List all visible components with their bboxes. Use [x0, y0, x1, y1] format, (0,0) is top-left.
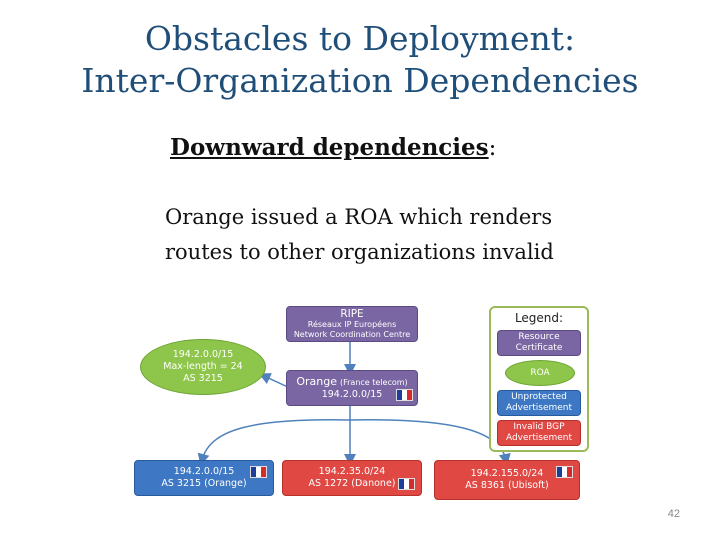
- orange-detail: (France telecom): [340, 377, 408, 387]
- arrow-orange-to-roa: [258, 373, 291, 389]
- route-orange-as: AS 3215 (Orange): [161, 478, 247, 489]
- legend-invalid-line-2: Advertisement: [505, 433, 573, 443]
- legend-unprotected-line-2: Advertisement: [505, 403, 573, 413]
- legend-invalid: Invalid BGP Advertisement: [497, 420, 581, 446]
- ripe-description: Network Coordination Centre: [293, 330, 411, 339]
- orange-name: Orange: [296, 374, 337, 388]
- legend: Legend: Resource Certificate ROA Unprote…: [489, 306, 589, 452]
- france-flag-icon: [250, 466, 267, 478]
- orange-node: Orange (France telecom) 194.2.0.0/15: [286, 370, 418, 406]
- orange-prefix: 194.2.0.0/15: [321, 388, 383, 400]
- route-danone: 194.2.35.0/24 AS 1272 (Danone): [282, 460, 422, 496]
- legend-title: Legend:: [514, 311, 564, 325]
- route-orange-prefix: 194.2.0.0/15: [173, 466, 235, 477]
- roa-prefix: 194.2.0.0/15: [172, 349, 234, 360]
- page-number: 42: [667, 508, 680, 520]
- legend-roa-label: ROA: [530, 368, 550, 378]
- title-line-1: Obstacles to Deployment:: [144, 19, 576, 58]
- subtitle-colon: :: [488, 135, 497, 161]
- arrow-orange-to-ubisoft: [349, 419, 511, 466]
- body-line-1: Orange issued a ROA which renders: [165, 205, 553, 229]
- legend-resource-line-1: Resource: [518, 332, 560, 342]
- subtitle-text: Downward dependencies: [170, 134, 489, 161]
- france-flag-icon: [556, 466, 573, 478]
- legend-unprotected: Unprotected Advertisement: [497, 390, 581, 416]
- legend-resource-certificate: Resource Certificate: [497, 330, 581, 356]
- ripe-name: RIPE: [340, 308, 364, 320]
- slide-subtitle: Downward dependencies:: [170, 134, 496, 161]
- body-line-2: routes to other organizations invalid: [165, 240, 554, 264]
- legend-invalid-line-1: Invalid BGP: [513, 422, 565, 432]
- france-flag-icon: [398, 478, 415, 490]
- slide-body: Orange issued a ROA which renders routes…: [165, 200, 635, 270]
- legend-unprotected-line-1: Unprotected: [511, 392, 567, 402]
- slide-title: Obstacles to Deployment: Inter-Organizat…: [0, 18, 720, 102]
- route-danone-prefix: 194.2.35.0/24: [318, 466, 386, 477]
- route-ubisoft-prefix: 194.2.155.0/24: [470, 468, 544, 479]
- route-ubisoft: 194.2.155.0/24 AS 8361 (Ubisoft): [434, 460, 580, 500]
- roa-as: AS 3215: [183, 373, 223, 384]
- roa-maxlength: Max-length = 24: [163, 361, 243, 372]
- route-danone-as: AS 1272 (Danone): [308, 478, 396, 489]
- title-line-2: Inter-Organization Dependencies: [81, 61, 639, 100]
- dependency-diagram: RIPE Réseaux IP Européens Network Coordi…: [130, 300, 600, 505]
- orange-name-row: Orange (France telecom): [287, 374, 417, 389]
- legend-resource-line-2: Certificate: [515, 343, 563, 353]
- route-orange: 194.2.0.0/15 AS 3215 (Orange): [134, 460, 274, 496]
- arrow-orange-to-orange-route: [197, 419, 351, 466]
- france-flag-icon: [396, 389, 413, 401]
- ripe-node: RIPE Réseaux IP Européens Network Coordi…: [286, 306, 418, 342]
- roa-node: 194.2.0.0/15 Max-length = 24 AS 3215: [140, 339, 266, 395]
- legend-roa: ROA: [505, 360, 575, 386]
- ripe-fullname: Réseaux IP Européens: [307, 320, 397, 329]
- route-ubisoft-as: AS 8361 (Ubisoft): [465, 480, 549, 491]
